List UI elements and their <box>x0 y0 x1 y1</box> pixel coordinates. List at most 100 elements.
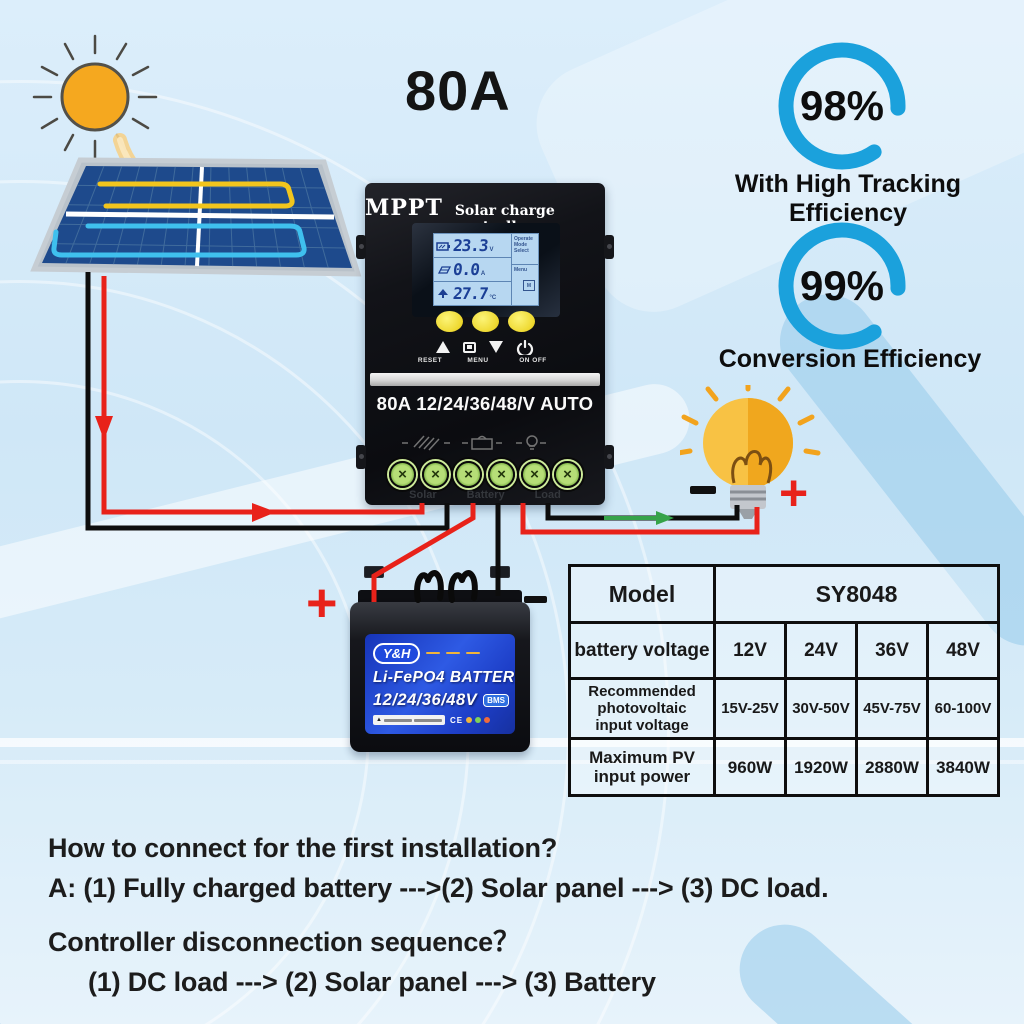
temp-lcd-icon <box>438 289 448 298</box>
bms-badge: BMS <box>483 694 509 708</box>
lcd-bezel: 23.3 V 0.0 A <box>412 223 560 317</box>
load-minus-sign <box>690 486 716 494</box>
efficiency-caption: With High Tracking Efficiency <box>734 170 962 227</box>
table-cell: 36V <box>855 621 929 680</box>
lcd-unit: A <box>480 271 486 277</box>
screw-terminal-icon <box>488 461 515 488</box>
table-cell: 48V <box>926 621 1000 680</box>
lcd-row-battery: 23.3 V <box>434 234 511 258</box>
button-label-reset: RESET <box>417 357 443 364</box>
load-plus-sign: + <box>779 465 809 521</box>
table-cell: battery voltage <box>568 621 716 680</box>
battery-plus-sign: + <box>306 573 338 633</box>
efficiency-caption: Conversion Efficiency <box>718 345 982 373</box>
lcd-unit: °C <box>489 295 497 301</box>
label-tagline-dash <box>466 652 481 655</box>
menu-button <box>471 311 499 332</box>
lcd-value-battery-voltage: 23.3 <box>452 235 489 255</box>
table-cell: SY8048 <box>713 564 1000 624</box>
battery-chemistry: Li-FePO4 BATTERY <box>373 668 515 686</box>
lcd-row-temperature: 27.7 °C <box>434 282 511 305</box>
certification-icons: CE <box>450 716 491 725</box>
power-icon <box>516 339 534 355</box>
battery-positive-post <box>364 566 384 578</box>
mounting-ear <box>604 445 614 469</box>
table-cell: Model <box>568 564 716 624</box>
battery-negative-post <box>490 566 510 578</box>
screw-terminal-icon <box>422 461 449 488</box>
battery-minus-sign <box>524 596 547 603</box>
battery-logo: Y&H <box>373 642 421 664</box>
table-cell: 24V <box>784 621 858 680</box>
screw-terminal-icon <box>455 461 482 488</box>
battery-label: Y&H Li-FePO4 BATTERY 12/24/36/48V BMS ▲ … <box>365 634 515 734</box>
battery-body: Y&H Li-FePO4 BATTERY 12/24/36/48V BMS ▲ … <box>350 602 530 752</box>
lcd-row-pv: 0.0 A <box>434 258 511 282</box>
table-cell: 45V-75V <box>855 677 929 740</box>
battery-lcd-icon <box>436 241 450 251</box>
table-cell: 30V-50V <box>784 677 858 740</box>
table-cell: 2880W <box>855 737 929 797</box>
efficiency-ring-99: 99% <box>770 214 914 358</box>
terminal-label-load: Load <box>534 489 561 501</box>
table-cell: 1920W <box>784 737 858 797</box>
battery-voltages: 12/24/36/48V <box>373 691 478 710</box>
lcd-value-pv-current: 0.0 <box>452 259 480 279</box>
terminal-label-battery: Battery <box>466 489 505 501</box>
label-tagline-dash <box>426 652 441 655</box>
divider-strip <box>370 373 600 386</box>
button-label-row: RESET MENU ON OFF <box>365 357 605 364</box>
table-cell: 15V-25V <box>713 677 787 740</box>
lcd-mode-text: Operate Mode Select <box>512 234 538 265</box>
lifepo4-battery: Y&H Li-FePO4 BATTERY 12/24/36/48V BMS ▲ … <box>350 566 530 758</box>
pv-lcd-icon <box>437 265 451 274</box>
menu-icon <box>463 341 476 353</box>
screw-terminal-icon <box>389 461 416 488</box>
efficiency-percent: 99% <box>799 262 885 309</box>
terminal-group-labels: Solar Battery Load <box>365 489 605 501</box>
screw-terminal-icon <box>521 461 548 488</box>
lcd-unit: V <box>489 247 494 253</box>
onoff-button <box>507 311 535 332</box>
controller-brand: MPPT <box>365 195 443 221</box>
bg-streak <box>0 760 1024 764</box>
reset-button <box>435 311 463 332</box>
efficiency-percent: 98% <box>799 82 885 129</box>
warning-strip: ▲ <box>373 715 445 726</box>
instruction-answer-1: A: (1) Fully charged battery --->(2) Sol… <box>48 873 829 903</box>
lcd-screen: 23.3 V 0.0 A <box>433 233 539 306</box>
lcd-value-temperature: 27.7 <box>452 283 489 303</box>
solar-panel-icon <box>22 156 367 284</box>
rating-label: 80A 12/24/36/48/V AUTO <box>376 393 594 414</box>
terminal-icon-row <box>402 435 546 451</box>
table-cell: 12V <box>713 621 787 680</box>
lcd-menu-text: Menu <box>514 266 528 273</box>
mounting-ear <box>356 235 366 259</box>
reset-icon <box>436 341 450 353</box>
instruction-answer-2: (1) DC load ---> (2) Solar panel ---> (3… <box>88 967 656 997</box>
table-cell: 3840W <box>926 737 1000 797</box>
bulb-icon <box>680 385 821 519</box>
screw-terminal-icon <box>554 461 581 488</box>
table-cell: 960W <box>713 737 787 797</box>
instruction-question-1: How to connect for the first installatio… <box>48 833 558 863</box>
charge-controller: MPPT Solar charge controller 23.3 V <box>356 183 614 505</box>
table-row: Model SY8048 <box>568 564 1000 624</box>
lcd-menu-box: M <box>523 280 535 291</box>
onoff-icon <box>489 341 503 353</box>
table-cell: 60-100V <box>926 677 1000 740</box>
instructions-block: How to connect for the first installatio… <box>48 828 998 1002</box>
terminal-block <box>365 461 605 488</box>
button-row <box>365 311 605 332</box>
button-label-menu: MENU <box>467 357 489 364</box>
efficiency-ring-98: 98% <box>770 34 914 178</box>
instruction-question-2: Controller disconnection sequence？ <box>48 927 520 957</box>
button-label-onoff: ON OFF <box>519 357 547 364</box>
terminal-label-solar: Solar <box>409 489 437 501</box>
